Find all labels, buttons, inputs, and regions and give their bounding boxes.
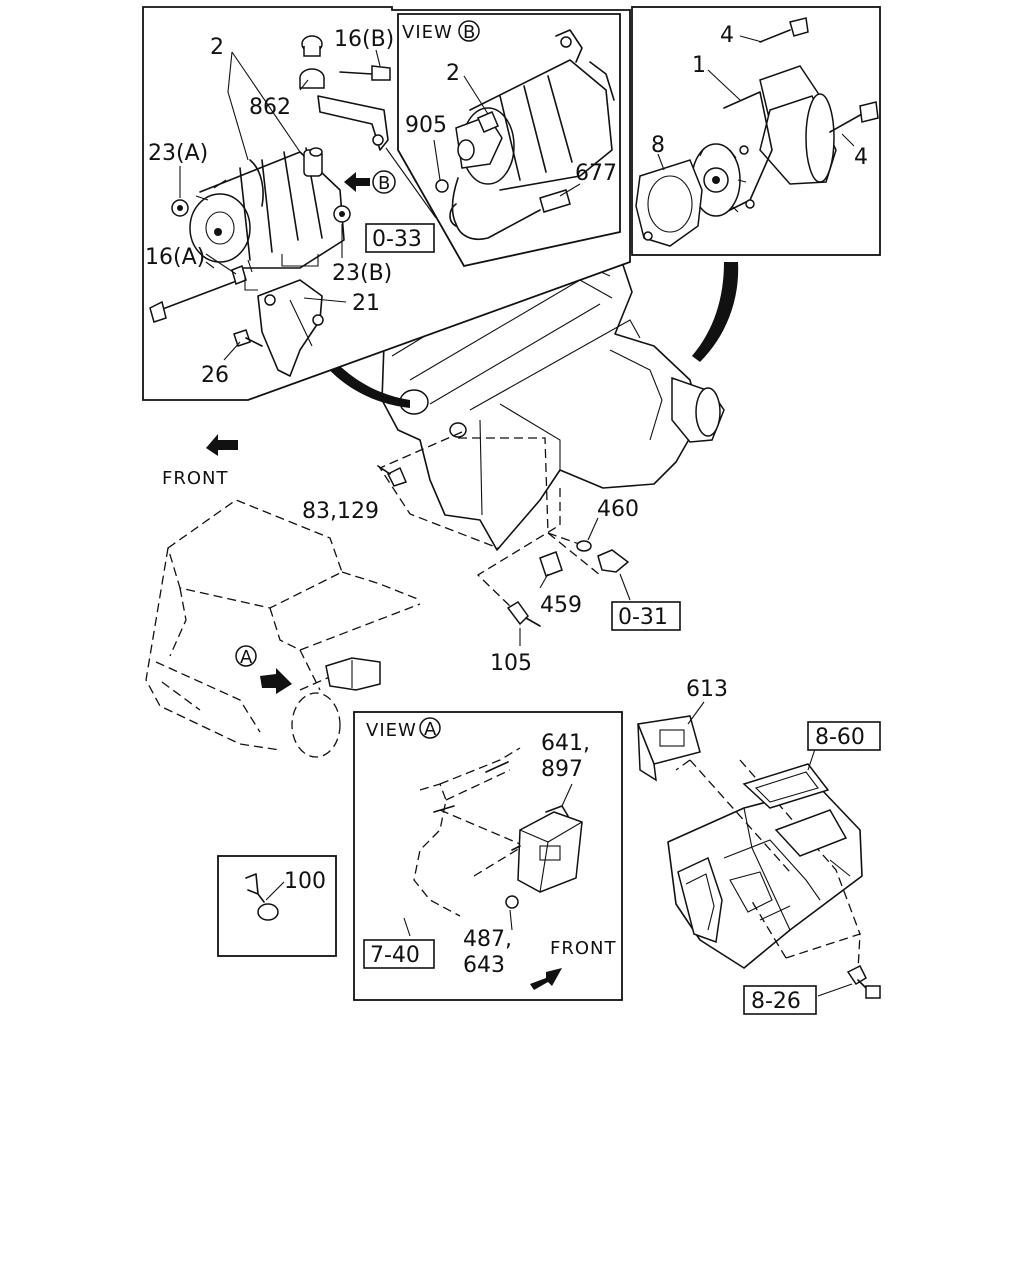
ref-8-26: 8-26	[751, 989, 801, 1014]
callout-23b: 23(B)	[332, 261, 392, 286]
arrow-view-a	[260, 668, 292, 694]
ref-0-33: 0-33	[372, 227, 422, 252]
ref-7-40: 7-40	[370, 943, 420, 968]
view-b-title: VIEW	[402, 22, 453, 43]
engine-block	[379, 233, 725, 609]
callout-460: 460	[597, 497, 639, 522]
ref-box-0-31	[611, 601, 681, 631]
callout-105: 105	[490, 651, 532, 676]
front-label-top: FRONT	[162, 468, 229, 489]
view-a-title: VIEW	[366, 720, 417, 741]
callout-487: 487,	[463, 927, 512, 952]
arrow-b	[344, 172, 370, 192]
ref-box-0-33	[365, 223, 435, 253]
callout-8: 8	[651, 133, 665, 158]
control-unit	[505, 805, 583, 909]
front-label-view-a: FRONT	[550, 938, 617, 959]
callout-16b: 16(B)	[334, 27, 394, 52]
callout-862: 862	[249, 95, 291, 120]
callout-4-top: 4	[720, 23, 734, 48]
ref-box-7-40	[363, 939, 435, 969]
callout-459: 459	[540, 593, 582, 618]
callout-641: 641,	[541, 731, 590, 756]
callout-21: 21	[352, 291, 380, 316]
callout-905: 905	[405, 113, 447, 138]
truck-view-a-letter: A	[240, 647, 253, 668]
callout-16a: 16(A)	[145, 245, 205, 270]
ref-box-8-60	[807, 721, 881, 751]
callout-677: 677	[575, 161, 617, 186]
callout-83-129: 83,129	[302, 499, 379, 524]
truck-cab: A	[145, 499, 421, 758]
callout-26: 26	[201, 363, 229, 388]
callout-2-view-b: 2	[446, 61, 460, 86]
view-b-panel: VIEW B 2 905 677	[397, 13, 621, 268]
engine-fasteners	[377, 465, 630, 627]
ref-0-31: 0-31	[618, 605, 668, 630]
starter-panel: 4 1 8 4	[631, 6, 881, 256]
view-a-letter: A	[424, 719, 437, 740]
view-b-letter: B	[463, 22, 476, 43]
callout-100: 100	[284, 869, 326, 894]
callout-4-right: 4	[854, 145, 868, 170]
callout-23a: 23(A)	[148, 141, 208, 166]
front-arrow-top	[206, 434, 238, 456]
alternator	[149, 35, 391, 377]
starter-motor	[635, 17, 879, 247]
callout-2: 2	[210, 35, 224, 60]
alternator-view-b	[435, 29, 615, 240]
hvac-unit: 613 8-60 8-26	[636, 677, 881, 1015]
view-a-panel: VIEW A 641, 897 487, 643 FRONT 7-40	[353, 711, 623, 1001]
clip-panel: 100	[217, 855, 337, 957]
callout-613: 613	[686, 677, 728, 702]
ref-8-60: 8-60	[815, 725, 865, 750]
ref-box-8-26	[743, 985, 817, 1015]
callout-643: 643	[463, 953, 505, 978]
arrow-b-letter: B	[378, 173, 391, 194]
curved-arrow-to-starter	[692, 262, 739, 362]
callout-1: 1	[692, 53, 706, 78]
callout-897: 897	[541, 757, 583, 782]
curved-arrow-to-alternator	[322, 356, 410, 408]
front-arrow-view-a	[530, 968, 562, 990]
